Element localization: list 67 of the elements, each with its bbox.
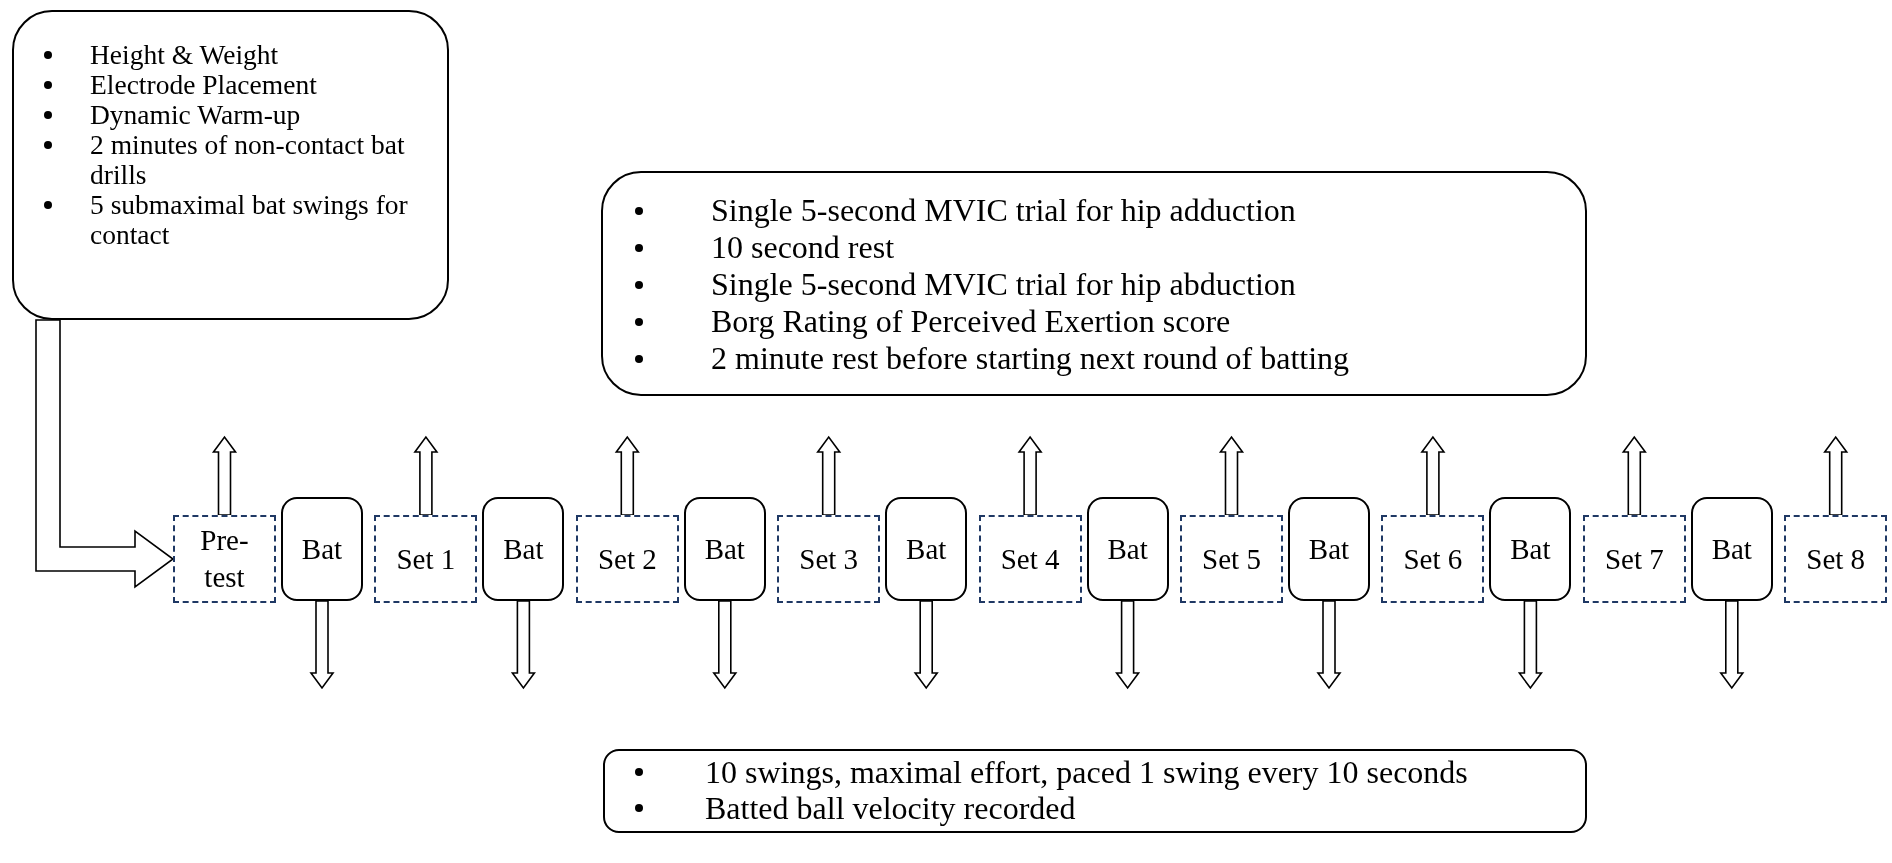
step-label: Bat [1107, 531, 1148, 567]
bullet-text: 2 minute rest before starting next round of batting [711, 340, 1350, 376]
block-arrow [1017, 435, 1043, 516]
block-arrow [1823, 435, 1849, 516]
test-step-box [777, 515, 881, 603]
block-arrow [1517, 600, 1543, 690]
bullet-text: Height & Weight [90, 39, 279, 70]
bullet-text: Single 5-second MVIC trial for hip abduction [711, 266, 1296, 302]
test-step-box [173, 515, 276, 603]
step-label: Pre-test [199, 523, 250, 595]
test-step-box [1582, 515, 1686, 603]
test-step-box [374, 515, 478, 603]
block-arrow [913, 600, 939, 690]
bullet-list-box [12, 10, 449, 320]
block-arrow [1719, 600, 1745, 690]
bullet-text: Dynamic Warm-up [90, 99, 301, 130]
block-arrow [614, 435, 640, 516]
block-arrow [816, 435, 842, 516]
block-arrow [211, 435, 238, 516]
step-label: Bat [704, 531, 745, 567]
batting-step-box [885, 497, 968, 601]
step-label: Set 1 [396, 541, 456, 577]
bullet-list-box [603, 749, 1587, 833]
bullet-text: 10 second rest [711, 229, 895, 265]
step-label: Bat [906, 531, 947, 567]
step-label: Set 8 [1806, 541, 1866, 577]
batting-step-box [1288, 497, 1370, 601]
bullet-text: Batted ball velocity recorded [705, 790, 1076, 826]
step-label: Set 3 [799, 541, 859, 577]
bullet-text: Single 5-second MVIC trial for hip adduction [711, 192, 1296, 228]
step-label: Bat [1711, 531, 1752, 567]
block-arrow [1621, 435, 1647, 516]
bullet-text: 10 swings, maximal effort, paced 1 swing every 10 seconds [705, 754, 1468, 790]
test-step-box [1784, 515, 1888, 603]
block-arrow [1420, 435, 1446, 516]
batting-step-box [1489, 497, 1572, 601]
bullet-list-box [601, 171, 1587, 396]
test-step-box [575, 515, 679, 603]
batting-step-box [1086, 497, 1169, 601]
batting-step-box [482, 497, 565, 601]
step-label: Bat [503, 531, 544, 567]
block-arrow [35, 319, 175, 589]
step-label: Set 5 [1202, 541, 1261, 577]
step-label: Set 4 [1000, 541, 1060, 577]
block-arrow [510, 600, 536, 690]
step-label: Bat [1510, 531, 1551, 567]
bullet-text: Borg Rating of Perceived Exertion score [711, 303, 1231, 339]
step-label: Set 2 [597, 541, 657, 577]
block-arrow [1316, 600, 1342, 690]
step-label: Set 7 [1604, 541, 1664, 577]
bullet-text: Electrode Placement [90, 69, 317, 100]
batting-step-box [683, 497, 766, 601]
test-step-box [1180, 515, 1283, 603]
bullet-text: 5 submaximal bat swings for contact [90, 189, 408, 250]
block-arrow [1218, 435, 1245, 516]
test-step-box [978, 515, 1082, 603]
step-label: Set 6 [1403, 541, 1463, 577]
block-arrow [309, 600, 335, 690]
step-label: Bat [301, 531, 343, 567]
block-arrow [1115, 600, 1141, 690]
test-step-box [1381, 515, 1485, 603]
block-arrow [413, 435, 439, 516]
block-arrow [712, 600, 738, 690]
batting-step-box [1690, 497, 1773, 601]
step-label: Bat [1308, 531, 1350, 567]
batting-step-box [281, 497, 363, 601]
bullet-text: 2 minutes of non-contact bat drills [90, 129, 405, 190]
